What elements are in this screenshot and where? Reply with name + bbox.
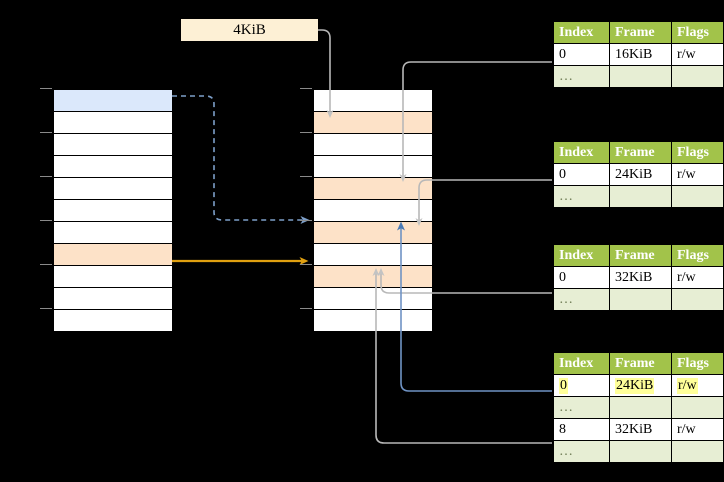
- target-cell-row-4: [313, 177, 433, 200]
- column-header-frame: Frame: [609, 21, 672, 44]
- cell-index: …: [553, 396, 610, 419]
- source-cell-row-7: [53, 243, 173, 266]
- middle-memory-column: [312, 88, 433, 332]
- cell-index: …: [553, 288, 610, 311]
- cell-frame: [609, 440, 672, 463]
- column-header-index: Index: [553, 244, 610, 267]
- column-header-flags: Flags: [671, 352, 724, 375]
- cell-frame: 24KiB: [609, 163, 672, 186]
- cell-frame: [609, 288, 672, 311]
- source-cell-row-6: [53, 221, 173, 244]
- table-row: …: [553, 65, 724, 88]
- source-cell-row-5: [53, 199, 173, 222]
- table-row: …: [553, 288, 724, 311]
- source-column-tick-8: [40, 264, 52, 265]
- target-column-tick-4: [300, 176, 312, 177]
- cell-flags: [671, 185, 724, 208]
- cell-frame: 24KiB: [609, 374, 672, 397]
- target-cell-row-6: [313, 221, 433, 244]
- cell-flags: r/w: [671, 418, 724, 441]
- column-header-flags: Flags: [671, 21, 724, 44]
- target-cell-row-9: [313, 287, 433, 310]
- cell-flags: r/w: [671, 374, 724, 397]
- source-column-tick-6: [40, 220, 52, 221]
- cell-index: …: [553, 65, 610, 88]
- cell-flags: [671, 65, 724, 88]
- source-column-tick-4: [40, 176, 52, 177]
- column-header-frame: Frame: [609, 244, 672, 267]
- source-column-tick-0: [40, 88, 52, 89]
- source-column-tick-10: [40, 308, 52, 309]
- column-header-frame: Frame: [609, 352, 672, 375]
- cell-flags: [671, 288, 724, 311]
- target-column-tick-2: [300, 132, 312, 133]
- column-header-frame: Frame: [609, 141, 672, 164]
- target-cell-row-0: [313, 89, 433, 112]
- source-cell-row-8: [53, 265, 173, 288]
- table-row: …: [553, 185, 724, 208]
- target-column-tick-6: [300, 220, 312, 221]
- cell-flags: [671, 440, 724, 463]
- cell-frame: [609, 65, 672, 88]
- target-cell-row-5: [313, 199, 433, 222]
- target-cell-row-7: [313, 243, 433, 266]
- target-column-tick-0: [300, 88, 312, 89]
- cell-frame: 32KiB: [609, 266, 672, 289]
- target-cell-row-3: [313, 155, 433, 178]
- source-cell-row-10: [53, 309, 173, 332]
- source-cell-row-3: [53, 155, 173, 178]
- cell-index: 8: [553, 418, 610, 441]
- wire-source-blue-to-target: [172, 95, 310, 224]
- cell-frame: [609, 396, 672, 419]
- target-column-tick-8: [300, 264, 312, 265]
- column-header-index: Index: [553, 352, 610, 375]
- table-row: …: [553, 396, 724, 419]
- source-cell-row-0: [53, 89, 173, 112]
- source-cell-row-9: [53, 287, 173, 310]
- table-row: …: [553, 440, 724, 463]
- column-header-flags: Flags: [671, 141, 724, 164]
- wire-table2-to-target: [415, 179, 552, 226]
- source-cell-row-2: [53, 133, 173, 156]
- cell-frame: [609, 185, 672, 208]
- column-header-index: Index: [553, 141, 610, 164]
- target-column-tick-10: [300, 308, 312, 309]
- column-header-index: Index: [553, 21, 610, 44]
- source-cell-row-1: [53, 111, 173, 134]
- target-cell-row-8: [313, 265, 433, 288]
- target-cell-row-2: [313, 133, 433, 156]
- cell-flags: r/w: [671, 163, 724, 186]
- cell-frame: 32KiB: [609, 418, 672, 441]
- left-memory-column: [52, 88, 173, 332]
- cell-index: 0: [553, 374, 610, 397]
- cell-index: 0: [553, 43, 610, 66]
- cell-index: 0: [553, 266, 610, 289]
- column-header-flags: Flags: [671, 244, 724, 267]
- target-cell-row-10: [313, 309, 433, 332]
- source-column-tick-2: [40, 132, 52, 133]
- target-cell-row-1: [313, 111, 433, 134]
- cell-frame: 16KiB: [609, 43, 672, 66]
- page-size-label: 4KiB: [181, 19, 318, 41]
- cell-index: …: [553, 440, 610, 463]
- cell-flags: r/w: [671, 43, 724, 66]
- cell-index: …: [553, 185, 610, 208]
- cell-flags: [671, 396, 724, 419]
- cell-index: 0: [553, 163, 610, 186]
- source-cell-row-4: [53, 177, 173, 200]
- cell-flags: r/w: [671, 266, 724, 289]
